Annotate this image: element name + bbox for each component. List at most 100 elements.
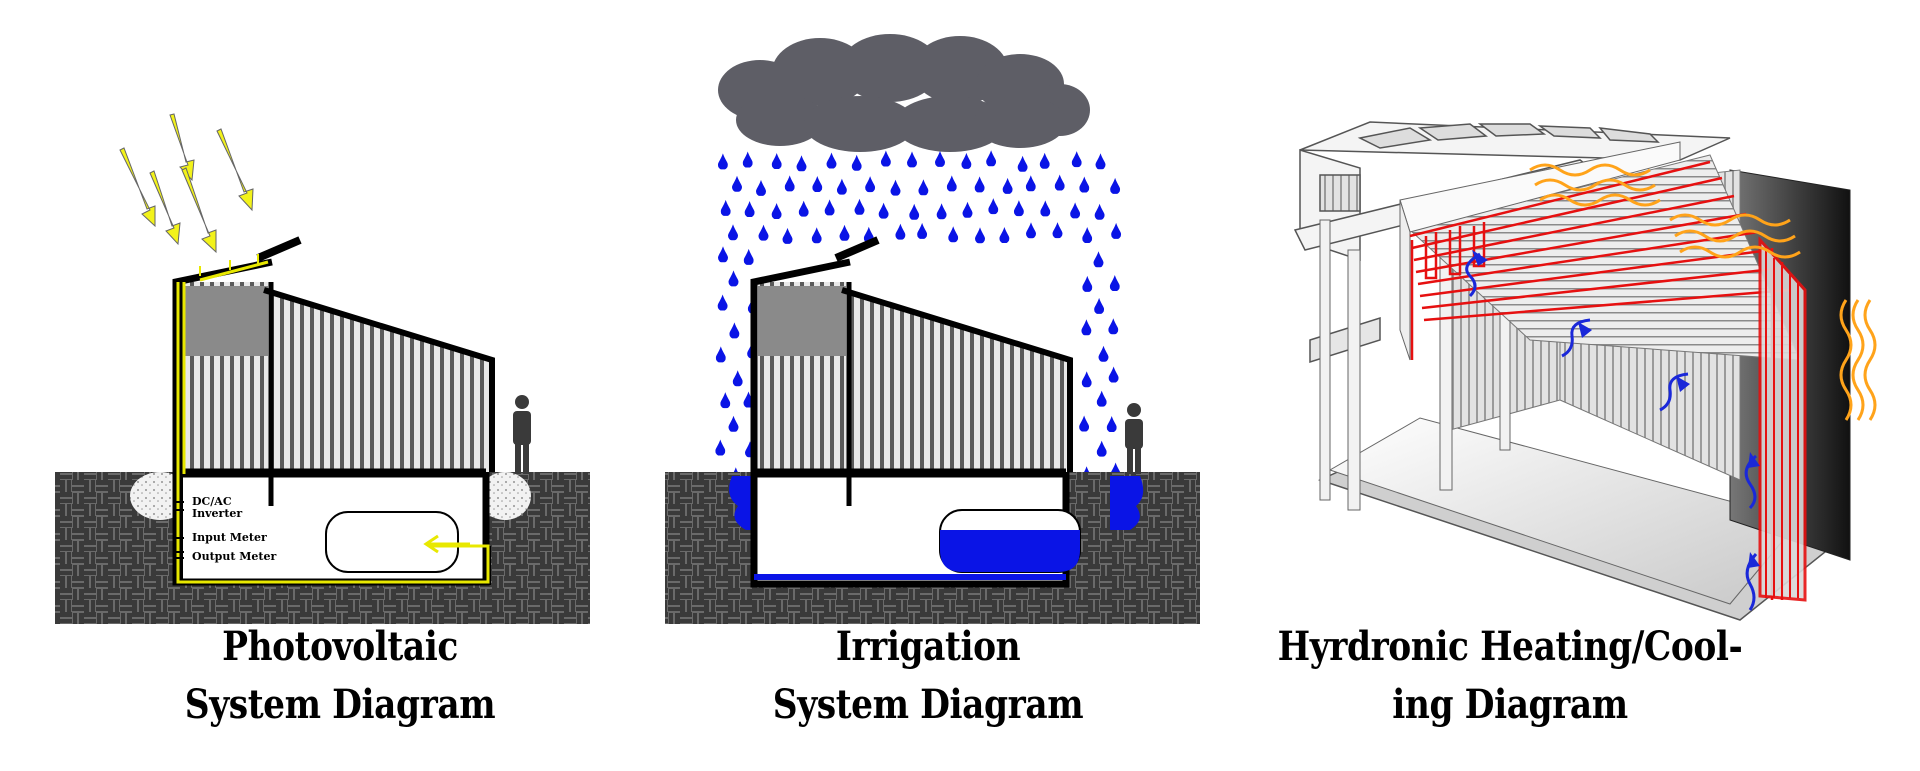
rain-drop [720, 199, 731, 216]
rain-drop [1082, 275, 1093, 292]
rain-drop [758, 224, 769, 241]
photovoltaic-caption: Photovoltaic System Diagram [73, 618, 606, 734]
rain-drop [880, 150, 891, 167]
rain-drop [1111, 222, 1122, 239]
rain-drop [826, 152, 837, 169]
caption-line: Photovoltaic [222, 623, 458, 670]
hydronic-diagram [1293, 121, 1877, 621]
rain-drop [1082, 227, 1093, 243]
rain-drop [851, 154, 862, 171]
flow-arrowheads [1472, 250, 1760, 568]
columns [1319, 219, 1511, 511]
rain-cloud [718, 34, 1090, 152]
rain-drop [975, 227, 985, 244]
current-arrow [423, 534, 470, 554]
rain-drop [1096, 390, 1107, 407]
rain-drop [909, 203, 920, 220]
rain-drop [744, 201, 755, 217]
pv-panel-ticks [199, 254, 259, 276]
rain-drop [720, 392, 731, 409]
rain-drop [999, 227, 1010, 243]
rain-drop [732, 370, 743, 387]
rain-drop [1026, 222, 1036, 239]
rain-drop [811, 227, 822, 244]
rain-drop [1070, 202, 1081, 219]
radiant-ceiling [1399, 141, 1807, 602]
rain-drop [796, 155, 807, 172]
rain-drop [771, 153, 782, 169]
rain-drop [878, 202, 889, 219]
rain-drop [1081, 319, 1092, 336]
photovoltaic-panel: DC/AC Inverter Input Meter Output Meter … [0, 0, 620, 771]
inverter-label-line1: DC/AC [192, 495, 232, 508]
caption-line: ing Diagram [1392, 681, 1628, 728]
rain-drop [986, 150, 997, 167]
input-meter-label: Input Meter [192, 531, 267, 544]
rain-drop [1052, 222, 1063, 239]
battery-tank [325, 511, 459, 573]
rain-drop [756, 179, 766, 196]
rain-drop [1110, 177, 1121, 194]
rain-drop [1096, 440, 1107, 457]
inverter-label-line2: Inverter [192, 507, 242, 520]
rain-drop [895, 223, 906, 240]
rain-drop [1109, 275, 1120, 291]
rain-drop [1071, 151, 1082, 168]
rain-drop [988, 198, 999, 215]
irrigation-diagram [665, 34, 1200, 624]
rain-drop [771, 203, 782, 219]
rain-drop [1106, 416, 1117, 432]
rain-drop [961, 152, 972, 169]
rain-drop [948, 226, 959, 243]
rain-drop [717, 153, 728, 170]
rain-drop [732, 175, 742, 192]
house-section [172, 236, 495, 506]
rain-drop [717, 294, 728, 311]
caption-line: Hyrdronic Heating/Cool- [1277, 623, 1743, 670]
irrigation-caption: Irrigation System Diagram [653, 618, 1203, 734]
caption-line: System Diagram [772, 681, 1084, 728]
rain-drop [812, 176, 823, 192]
rain-drop [1040, 200, 1051, 217]
person-silhouette [513, 395, 531, 474]
rain-drop [1081, 371, 1092, 388]
rain-drop [836, 178, 847, 195]
rain-drop [1013, 200, 1024, 217]
heat-waves [1529, 163, 1877, 421]
caption-line: System Diagram [184, 681, 496, 728]
rain-drop [974, 176, 985, 193]
rain-drop [782, 227, 793, 244]
house-section [750, 236, 1073, 506]
rain-drop [1025, 175, 1036, 192]
rain-drop [728, 270, 739, 287]
pv-wiring-highlight [176, 260, 490, 584]
output-meter-label: Output Meter [192, 550, 277, 563]
rain-drop [1094, 203, 1105, 220]
gravel-fill [479, 472, 531, 520]
rain-drop [742, 151, 753, 168]
rain-drop [1093, 251, 1104, 268]
rain-drop [784, 175, 795, 192]
water-tank [939, 509, 1081, 573]
rain-drop [1108, 318, 1119, 335]
rain-drop [715, 346, 726, 363]
person-silhouette [1125, 403, 1143, 474]
rain-drop [918, 179, 929, 196]
rain-drop [1098, 345, 1109, 362]
rain-drop [1017, 155, 1028, 172]
meter-connectors [176, 501, 184, 559]
rain-drop [1079, 176, 1090, 193]
hydronic-panel: Hyrdronic Heating/Cool- ing Diagram [1260, 0, 1920, 771]
sun-rays [119, 113, 254, 254]
rain-drop [1095, 153, 1106, 170]
photovoltaic-diagram: DC/AC Inverter Input Meter Output Meter [55, 113, 590, 624]
rain-drop [824, 199, 835, 216]
rain-drop [718, 246, 728, 263]
rain-drop [946, 175, 957, 192]
rain-drop [890, 179, 901, 196]
rain-drop [1039, 152, 1050, 169]
rain-drop [917, 222, 928, 239]
water-channel [754, 574, 1066, 580]
rain-drop [854, 198, 865, 215]
hydronic-caption: Hyrdronic Heating/Cool- ing Diagram [1226, 618, 1794, 734]
